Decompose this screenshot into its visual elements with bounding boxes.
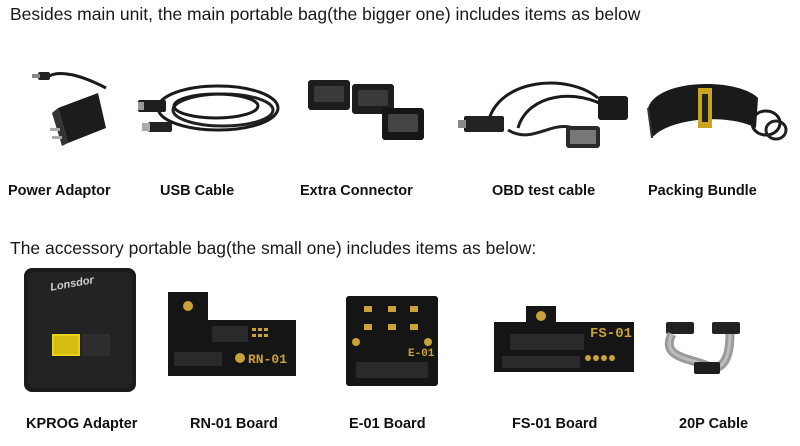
fs01-board-icon: FS-01 bbox=[494, 306, 634, 372]
packing-bundle-label: Packing Bundle bbox=[648, 183, 757, 199]
rn01-board-label: RN-01 Board bbox=[190, 416, 278, 432]
kprog-adapter-icon: Lonsdor bbox=[24, 268, 136, 392]
extra-connector-label: Extra Connector bbox=[300, 183, 413, 199]
usb-cable-label: USB Cable bbox=[160, 183, 235, 199]
packing-bundle-icon bbox=[638, 68, 788, 158]
section1-heading: Besides main unit, the main portable bag… bbox=[10, 4, 641, 24]
obd-test-cable-label: OBD test cable bbox=[492, 183, 596, 199]
extra-connector-icon bbox=[300, 72, 430, 152]
power-adaptor-label: Power Adaptor bbox=[8, 183, 111, 199]
usb-cable-icon bbox=[138, 70, 288, 145]
rn01-board-icon: RN-01 bbox=[168, 292, 296, 376]
obd-test-cable-icon bbox=[458, 68, 638, 158]
fs01-board-label: FS-01 Board bbox=[512, 416, 598, 432]
fs01-board-text: FS-01 bbox=[590, 326, 633, 342]
e01-board-icon: E-01 bbox=[346, 296, 438, 386]
ribbon-cable-icon bbox=[650, 318, 750, 388]
rn01-board-text: RN-01 bbox=[248, 352, 288, 367]
power-adaptor-icon bbox=[28, 58, 128, 148]
e01-board-label: E-01 Board bbox=[349, 416, 426, 432]
ribbon-cable-label: 20P Cable bbox=[679, 416, 749, 432]
kprog-adapter-label: KPROG Adapter bbox=[26, 416, 138, 432]
e01-board-text: E-01 bbox=[408, 348, 435, 360]
section2-heading: The accessory portable bag(the small one… bbox=[10, 238, 537, 258]
